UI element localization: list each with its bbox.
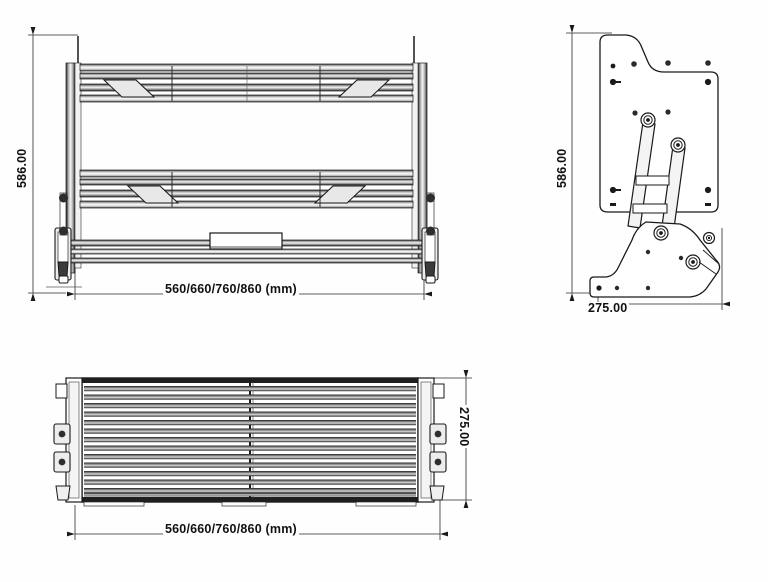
view-front-elevation <box>28 27 439 301</box>
plan-left-hardware <box>53 377 83 503</box>
plan-slats <box>84 386 416 497</box>
dimension-label-width-front: 560/660/760/860 (mm) <box>163 282 299 297</box>
side-linkage-arms <box>627 112 686 229</box>
dimension-label-275-side: 275.00 <box>586 301 630 316</box>
dimension-label-586-side: 586.00 <box>555 146 570 190</box>
dimension-label-width-plan: 560/660/760/860 (mm) <box>163 522 299 537</box>
front-right-caster <box>421 192 439 284</box>
plan-right-hardware <box>417 377 447 503</box>
front-lower-shelf <box>79 169 414 209</box>
front-left-caster <box>46 192 82 288</box>
view-side-elevation <box>566 25 730 310</box>
side-floor-bracket <box>589 221 721 298</box>
front-upper-shelf <box>79 63 414 103</box>
side-mounting-plate <box>599 34 719 213</box>
dimension-586-vertical-left <box>28 27 78 301</box>
dimension-label-275-plan: 275.00 <box>456 405 471 449</box>
plan-bottom-detail <box>83 501 417 507</box>
view-plan <box>53 370 472 540</box>
dimension-label-586-front: 586.00 <box>15 146 30 190</box>
front-base-rails <box>69 232 423 264</box>
